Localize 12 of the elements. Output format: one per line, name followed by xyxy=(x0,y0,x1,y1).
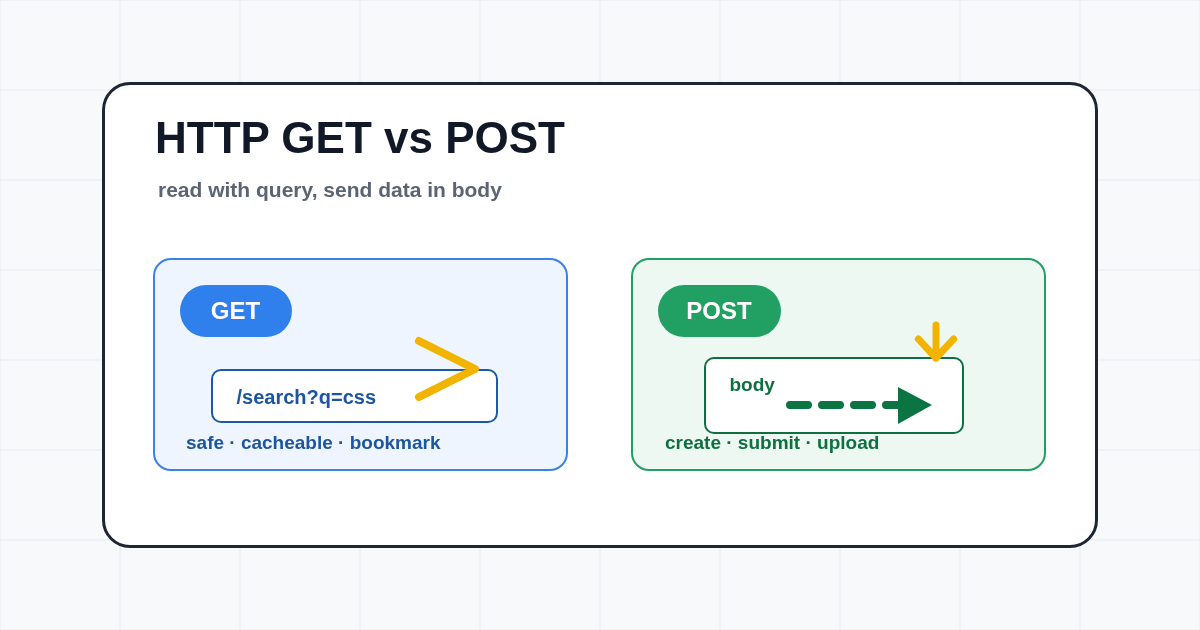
panel xyxy=(631,258,1046,471)
panel xyxy=(153,258,568,471)
method-pill: GET xyxy=(179,284,292,337)
method-pill: POST xyxy=(657,284,781,337)
title: HTTP GET vs POST xyxy=(155,113,565,163)
url-box xyxy=(210,368,498,423)
body-box xyxy=(703,356,964,434)
subtitle: read with query, send data in body xyxy=(158,178,502,202)
url-text: /search?q=css xyxy=(236,385,377,409)
feature-list: safe · cacheable · bookmark xyxy=(186,432,441,454)
feature-list: create · submit · upload xyxy=(665,432,880,454)
url-text: body xyxy=(729,373,775,396)
